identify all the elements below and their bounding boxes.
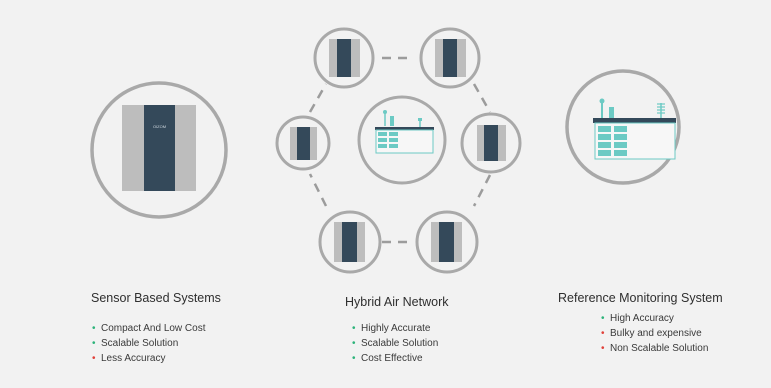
network-node-bottom-right	[415, 210, 479, 274]
list-item: •Less Accuracy	[92, 353, 166, 364]
network-node-left	[275, 115, 331, 171]
network-node-top-right	[419, 27, 481, 89]
sensor-systems-title: Sensor Based Systems	[91, 291, 221, 305]
bullet-dot-icon: •	[352, 338, 356, 349]
bullet-dot-icon: •	[92, 353, 96, 364]
network-node-right	[460, 112, 522, 174]
bullet-dot-icon: •	[601, 343, 605, 354]
reference-system-points: •High Accuracy •Bulky and expensive •Non…	[601, 311, 708, 356]
reference-system-node	[565, 69, 681, 185]
sensor-system-node: OIZOM	[90, 81, 228, 219]
reference-station-icon	[593, 98, 676, 160]
sensor-device-icon	[477, 125, 506, 161]
hybrid-network-points: •Highly Accurate •Scalable Solution •Cos…	[352, 321, 438, 366]
list-item: •Cost Effective	[352, 353, 423, 364]
reference-system-title: Reference Monitoring System	[558, 291, 723, 305]
link-top-right	[472, 83, 492, 113]
list-item: •Non Scalable Solution	[601, 343, 709, 354]
link-bottom-left	[308, 173, 328, 207]
sensor-device-icon: OIZOM	[122, 105, 196, 191]
network-node-center	[357, 95, 447, 185]
bullet-dot-icon: •	[92, 338, 96, 349]
list-item: •Scalable Solution	[92, 338, 179, 349]
list-item: •Highly Accurate	[352, 323, 431, 334]
hybrid-network-title: Hybrid Air Network	[345, 295, 449, 309]
bullet-dot-icon: •	[352, 323, 356, 334]
network-links	[308, 56, 492, 244]
link-top-left	[308, 83, 328, 113]
link-bottom-right	[472, 174, 492, 207]
list-item: •High Accuracy	[601, 313, 674, 324]
sensor-device-icon	[334, 222, 365, 262]
network-node-bottom-left	[318, 210, 382, 274]
network-node-top-left	[313, 27, 375, 89]
list-item: •Compact And Low Cost	[92, 323, 206, 334]
sensor-device-icon	[329, 39, 360, 77]
sensor-device-icon	[431, 222, 462, 262]
device-brand-label: OIZOM	[153, 124, 166, 129]
list-item: •Bulky and expensive	[601, 328, 702, 339]
bullet-dot-icon: •	[92, 323, 96, 334]
sensor-device-icon	[435, 39, 466, 77]
sensor-systems-points: •Compact And Low Cost •Scalable Solution…	[92, 321, 206, 366]
reference-station-icon	[375, 110, 434, 154]
bullet-dot-icon: •	[352, 353, 356, 364]
bullet-dot-icon: •	[601, 313, 605, 324]
sensor-device-icon	[290, 127, 317, 160]
bullet-dot-icon: •	[601, 328, 605, 339]
list-item: •Scalable Solution	[352, 338, 439, 349]
